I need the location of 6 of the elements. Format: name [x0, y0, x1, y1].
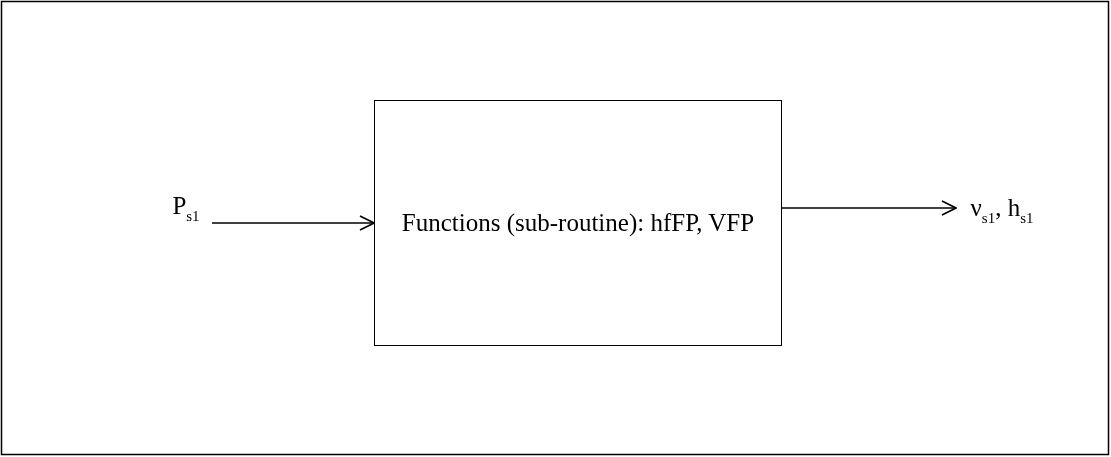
process-box [374, 100, 782, 346]
variable-label: ν$_{s1}$, h$_{s1}$ [970, 193, 1034, 224]
arrow [781, 200, 957, 216]
box-label: Functions (sub-routine): hfFP, VFP [401, 208, 755, 239]
variable-label: P$_{s1}$ [172, 191, 200, 222]
arrow [211, 215, 375, 231]
